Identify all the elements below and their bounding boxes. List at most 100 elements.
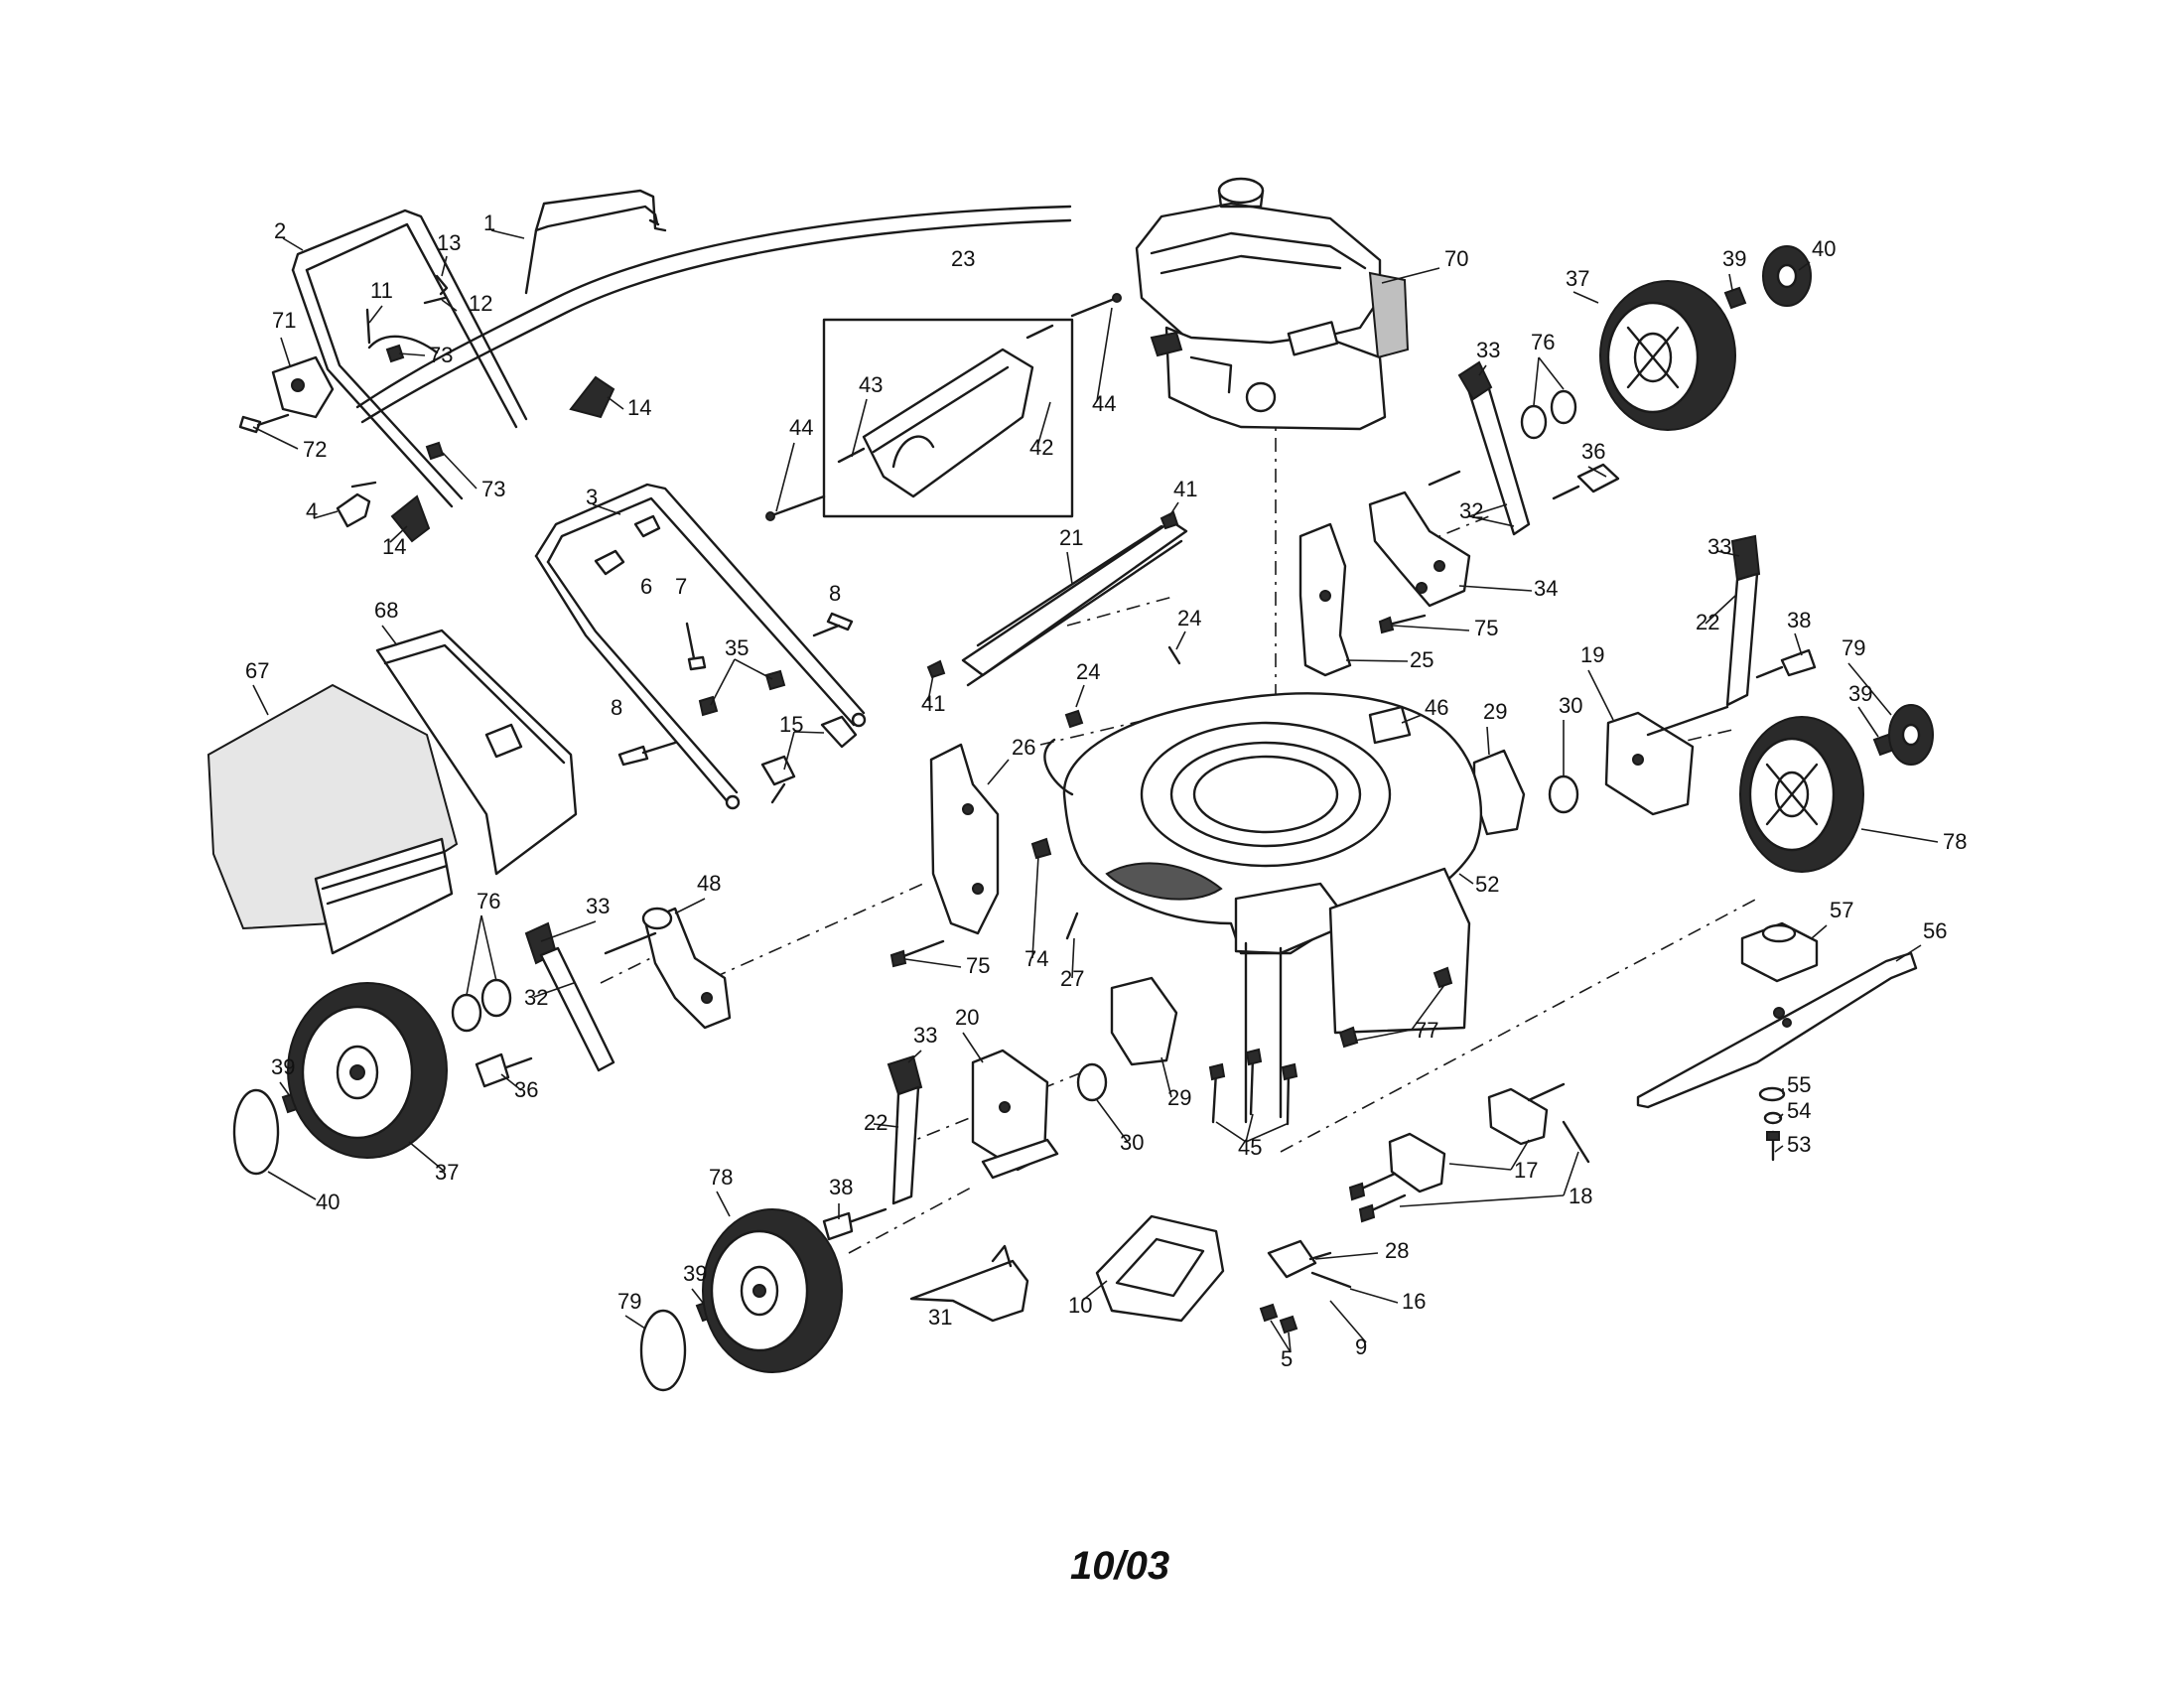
part-label-72: 72 bbox=[303, 437, 327, 462]
part-label-30: 30 bbox=[1559, 693, 1582, 718]
part-57-blade-adapter bbox=[1740, 921, 1819, 983]
part-41-bolt bbox=[926, 510, 1179, 679]
part-label-24: 24 bbox=[1076, 659, 1100, 684]
part-label-2: 2 bbox=[274, 218, 286, 243]
part-label-14: 14 bbox=[627, 395, 651, 420]
date-code: 10/03 bbox=[1070, 1544, 1169, 1588]
part-79-hub-cap bbox=[639, 704, 1934, 1392]
part-label-45: 45 bbox=[1238, 1135, 1262, 1160]
part-label-19: 19 bbox=[1580, 642, 1604, 667]
part-label-9: 9 bbox=[1355, 1334, 1367, 1359]
part-label-46: 46 bbox=[1425, 695, 1448, 720]
part-label-29: 29 bbox=[1167, 1085, 1191, 1110]
part-label-44: 44 bbox=[789, 415, 813, 440]
part-11-12-13-hardware bbox=[365, 274, 449, 345]
part-10-cover bbox=[1095, 1214, 1225, 1323]
part-label-18: 18 bbox=[1569, 1184, 1592, 1208]
part-18-bolt bbox=[1348, 1082, 1590, 1223]
part-label-15: 15 bbox=[779, 712, 803, 737]
part-7-bolt bbox=[685, 622, 707, 671]
part-72-screw bbox=[238, 413, 290, 434]
part-label-78: 78 bbox=[1943, 829, 1967, 854]
part-label-12: 12 bbox=[469, 291, 492, 316]
part-label-78: 78 bbox=[709, 1165, 733, 1190]
part-32-lever bbox=[1428, 360, 1531, 536]
part-label-21: 21 bbox=[1059, 525, 1083, 550]
part-label-48: 48 bbox=[697, 871, 721, 896]
part-label-67: 67 bbox=[245, 658, 269, 683]
part-label-57: 57 bbox=[1830, 898, 1853, 922]
part-label-31: 31 bbox=[928, 1305, 952, 1330]
part-label-33: 33 bbox=[1707, 534, 1731, 559]
part-label-54: 54 bbox=[1787, 1098, 1811, 1123]
part-label-39: 39 bbox=[1848, 681, 1872, 706]
part-52-deck bbox=[1062, 692, 1483, 1124]
part-label-38: 38 bbox=[1787, 608, 1811, 632]
part-36-shoulder-bolt bbox=[1552, 463, 1620, 500]
part-label-8: 8 bbox=[829, 581, 841, 606]
part-label-39: 39 bbox=[271, 1054, 295, 1079]
part-23-rear-door-assembly bbox=[822, 318, 1074, 518]
part-label-29: 29 bbox=[1483, 699, 1507, 724]
part-label-40: 40 bbox=[316, 1190, 340, 1214]
part-label-74: 74 bbox=[1024, 946, 1048, 971]
part-29-plate bbox=[1110, 749, 1526, 1066]
part-20-plate bbox=[971, 1049, 1059, 1180]
part-71-control-box bbox=[271, 355, 335, 419]
part-label-22: 22 bbox=[864, 1110, 887, 1135]
part-14-wing-knob bbox=[390, 375, 615, 543]
part-25-bracket bbox=[1298, 522, 1352, 677]
part-19-plate bbox=[1604, 705, 1729, 816]
leader-lines bbox=[252, 229, 1939, 1353]
part-label-76: 76 bbox=[1531, 330, 1555, 354]
part-label-40: 40 bbox=[1812, 236, 1836, 261]
part-15-clip bbox=[760, 715, 858, 804]
part-label-33: 33 bbox=[586, 894, 610, 918]
part-17-plate bbox=[1388, 1087, 1549, 1193]
part-label-77: 77 bbox=[1415, 1018, 1438, 1043]
part-label-70: 70 bbox=[1444, 246, 1468, 271]
part-40-hub-cap bbox=[232, 245, 1812, 1176]
part-label-13: 13 bbox=[437, 230, 461, 255]
part-label-16: 16 bbox=[1402, 1289, 1426, 1314]
part-label-43: 43 bbox=[859, 372, 883, 397]
part-label-33: 33 bbox=[1476, 338, 1500, 362]
part-label-11: 11 bbox=[370, 278, 393, 303]
part-label-30: 30 bbox=[1120, 1130, 1144, 1155]
part-label-41: 41 bbox=[1173, 477, 1197, 501]
part-label-38: 38 bbox=[829, 1175, 853, 1199]
part-8-bolt bbox=[617, 612, 854, 767]
part-38-bolt bbox=[822, 648, 1817, 1241]
part-67-grass-bag bbox=[206, 683, 459, 955]
part-56-blade bbox=[1636, 951, 1918, 1109]
part-31-chute bbox=[909, 1244, 1029, 1323]
part-label-6: 6 bbox=[640, 574, 652, 599]
part-label-39: 39 bbox=[1722, 246, 1746, 271]
part-label-34: 34 bbox=[1534, 576, 1558, 601]
part-78-wheel-lower bbox=[702, 1208, 843, 1373]
part-33-lever-knob bbox=[524, 534, 1761, 1096]
part-34-bracket bbox=[1368, 491, 1471, 608]
part-21-rear-shield bbox=[961, 519, 1188, 687]
part-label-37: 37 bbox=[1566, 266, 1589, 291]
part-77-nut bbox=[1338, 966, 1453, 1049]
part-37-wheel-lower bbox=[287, 982, 448, 1159]
part-label-41: 41 bbox=[921, 691, 945, 716]
part-label-8: 8 bbox=[611, 695, 622, 720]
part-label-79: 79 bbox=[617, 1289, 641, 1314]
part-26-bracket bbox=[929, 743, 1000, 935]
part-36-shoulder-bolt-lower bbox=[475, 1052, 533, 1088]
part-label-22: 22 bbox=[1696, 610, 1719, 634]
part-24-screw bbox=[1043, 645, 1181, 796]
part-label-36: 36 bbox=[1581, 439, 1605, 464]
part-76-washer bbox=[451, 389, 1577, 1033]
part-label-42: 42 bbox=[1029, 435, 1053, 460]
part-44-pin bbox=[765, 293, 1122, 521]
part-32-lever-left bbox=[539, 946, 615, 1072]
control-cable bbox=[355, 205, 1072, 424]
part-27-74-75-hardware bbox=[889, 614, 1427, 968]
part-label-35: 35 bbox=[725, 635, 749, 660]
part-73-knob bbox=[385, 344, 445, 461]
part-9-16-28-5-hardware bbox=[1259, 1239, 1352, 1334]
